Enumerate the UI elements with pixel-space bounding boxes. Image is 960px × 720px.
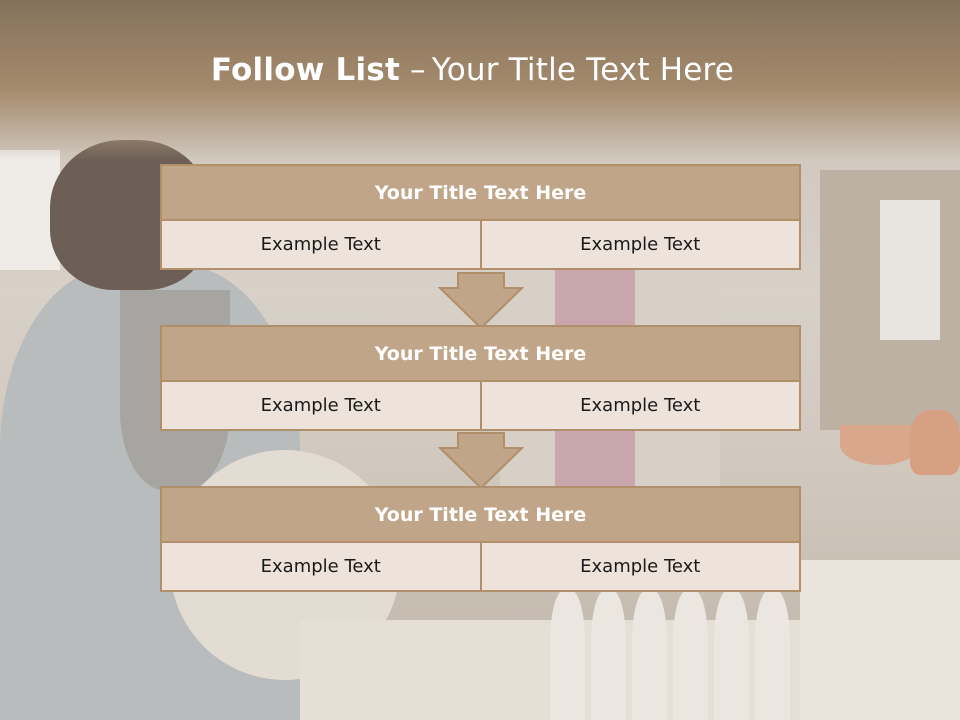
block-cell-left[interactable]: Example Text: [160, 221, 482, 270]
block-row: Example Text Example Text: [160, 543, 801, 592]
title-band: [0, 0, 960, 160]
list-block-2: Your Title Text Here Example Text Exampl…: [160, 325, 801, 431]
block-cell-left[interactable]: Example Text: [160, 382, 482, 431]
block-title[interactable]: Your Title Text Here: [160, 164, 801, 221]
block-cell-right[interactable]: Example Text: [481, 382, 801, 431]
block-cell-left[interactable]: Example Text: [160, 543, 482, 592]
slide-title-dash: –: [409, 52, 426, 88]
block-cell-right[interactable]: Example Text: [481, 543, 801, 592]
slide-title: Follow List–Your Title Text Here: [0, 52, 945, 88]
list-block-3: Your Title Text Here Example Text Exampl…: [160, 486, 801, 592]
block-title[interactable]: Your Title Text Here: [160, 325, 801, 382]
block-row: Example Text Example Text: [160, 221, 801, 270]
slide-title-rest: Your Title Text Here: [431, 52, 735, 88]
block-cell-right[interactable]: Example Text: [481, 221, 801, 270]
block-row: Example Text Example Text: [160, 382, 801, 431]
slide-title-bold: Follow List: [210, 52, 400, 88]
block-title[interactable]: Your Title Text Here: [160, 486, 801, 543]
list-block-1: Your Title Text Here Example Text Exampl…: [160, 164, 801, 270]
down-arrow-icon: [438, 272, 524, 330]
down-arrow-icon: [438, 432, 524, 490]
